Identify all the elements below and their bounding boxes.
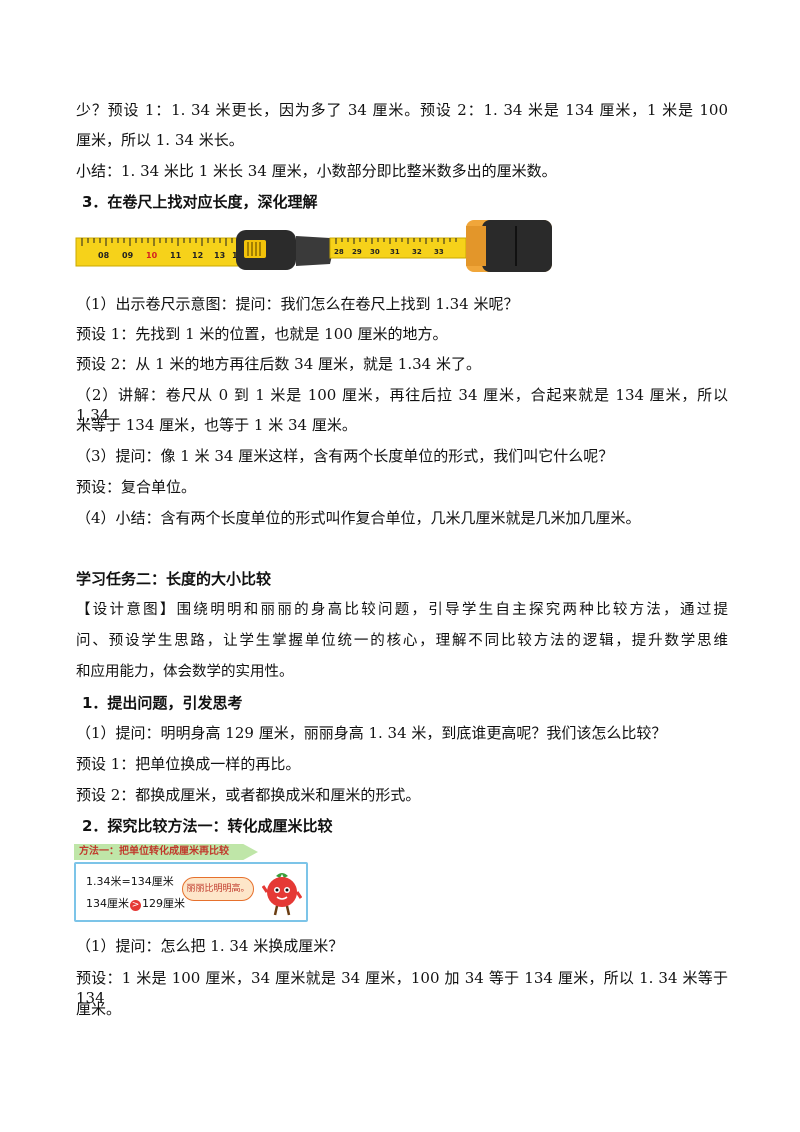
para-line: 厘米。	[76, 1000, 122, 1018]
method-banner: 方法一：把单位转化成厘米再比较	[74, 844, 258, 860]
para-line: 预设 1：先找到 1 米的位置，也就是 100 厘米的地方。	[76, 325, 448, 343]
section-heading: 1．提出问题，引发思考	[82, 694, 243, 712]
section-heading: 3．在卷尺上找对应长度，深化理解	[82, 193, 318, 211]
tape-tick-label: 29	[352, 248, 362, 256]
design-intent-line: 【设计意图】围绕明明和丽丽的身高比较问题，引导学生自主探究两种比较方法，通过提	[76, 602, 728, 618]
para-line: （4）小结：含有两个长度单位的形式叫作复合单位，几米几厘米就是几米加几厘米。	[76, 509, 641, 527]
tape-measure-svg: 08 09 10 11 12 13 1 28 29	[75, 220, 552, 272]
tape-tick-label: 10	[146, 251, 158, 260]
para-line: （2）讲解：卷尺从 0 到 1 米是 100 厘米，再往后拉 34 厘米，合起来…	[76, 386, 728, 424]
tape-tick-label: 13	[214, 251, 225, 260]
para-line: 少？预设 1：1. 34 米更长，因为多了 34 厘米。预设 2：1. 34 米…	[76, 101, 728, 119]
para-line: （1）提问：明明身高 129 厘米，丽丽身高 1. 34 米，到底谁更高呢？我们…	[76, 724, 667, 742]
tape-tick-label: 30	[370, 248, 380, 256]
tape-tick-label: 28	[334, 248, 344, 256]
comparison-line: 134厘米>129厘米	[86, 895, 185, 911]
para-line: 厘米，所以 1. 34 米长。	[76, 131, 244, 149]
para-line: （3）提问：像 1 米 34 厘米这样，含有两个长度单位的形式，我们叫它什么呢？	[76, 447, 614, 465]
comparison-left: 134厘米	[86, 897, 129, 910]
para-line: 预设 2：都换成厘米，或者都换成米和厘米的形式。	[76, 786, 421, 804]
tape-tick-label: 33	[434, 248, 444, 256]
tape-tick-label: 08	[98, 251, 110, 260]
tape-tick-label: 11	[170, 251, 182, 260]
tape-tick-label: 31	[390, 248, 400, 256]
design-intent-line: 问、预设学生思路，让学生掌握单位统一的核心，理解不同比较方法的逻辑，提升数学思维	[76, 633, 728, 649]
comparison-right: 129厘米	[142, 897, 185, 910]
tomato-mascot-icon	[262, 873, 302, 916]
tape-tick-label: 1	[232, 251, 238, 260]
equation-line: 1.34米=134厘米	[86, 875, 174, 888]
para-line: 预设：复合单位。	[76, 478, 197, 496]
para-line: 预设：1 米是 100 厘米，34 厘米就是 34 厘米，100 加 34 等于…	[76, 969, 728, 1007]
tape-measure-image: 08 09 10 11 12 13 1 28 29	[72, 216, 562, 276]
speech-bubble: 丽丽比明明高。	[182, 877, 254, 901]
para-line: 米等于 134 厘米，也等于 1 米 34 厘米。	[76, 416, 357, 434]
greater-than-symbol: >	[130, 900, 141, 911]
para-line: 预设 1：把单位换成一样的再比。	[76, 755, 301, 773]
para-line: （1）提问：怎么把 1. 34 米换成厘米？	[76, 937, 344, 955]
para-line: 预设 2：从 1 米的地方再往后数 34 厘米，就是 1.34 米了。	[76, 355, 481, 373]
task-heading: 学习任务二：长度的大小比较	[76, 570, 272, 588]
tape-tick-label: 09	[122, 251, 134, 260]
design-intent-line: 和应用能力，体会数学的实用性。	[76, 664, 294, 680]
summary-line: 小结：1. 34 米比 1 米长 34 厘米，小数部分即比整米数多出的厘米数。	[76, 162, 557, 180]
tape-tick-label: 12	[192, 251, 203, 260]
method-box: 1.34米=134厘米 134厘米>129厘米 丽丽比明明高。	[74, 862, 308, 922]
section-heading: 2．探究比较方法一：转化成厘米比较	[82, 817, 333, 835]
tape-tick-label: 32	[412, 248, 422, 256]
para-line: （1）出示卷尺示意图：提问：我们怎么在卷尺上找到 1.34 米呢？	[76, 295, 519, 313]
